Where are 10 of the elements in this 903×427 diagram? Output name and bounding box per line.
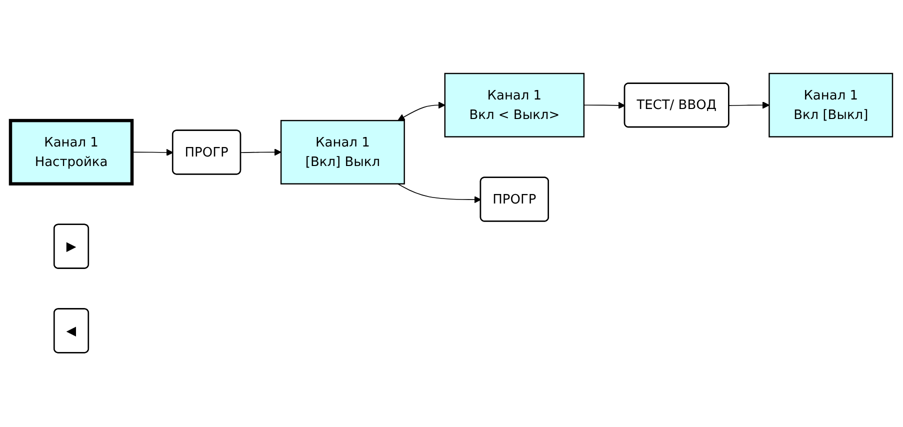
arrow: [132, 149, 174, 156]
node-box: Канал 1 Настройка: [8, 119, 134, 186]
node-box: Канал 1 Вкл < Выкл>: [444, 73, 585, 138]
node-box: Канал 1 Вкл [Выкл]: [768, 73, 894, 138]
node-box: Канал 1 [Вкл] Выкл: [280, 120, 405, 185]
arrow: [728, 102, 770, 110]
arrow: [240, 149, 282, 156]
arrow: [397, 184, 482, 204]
arrow: [584, 102, 626, 110]
arrow: [398, 102, 446, 122]
